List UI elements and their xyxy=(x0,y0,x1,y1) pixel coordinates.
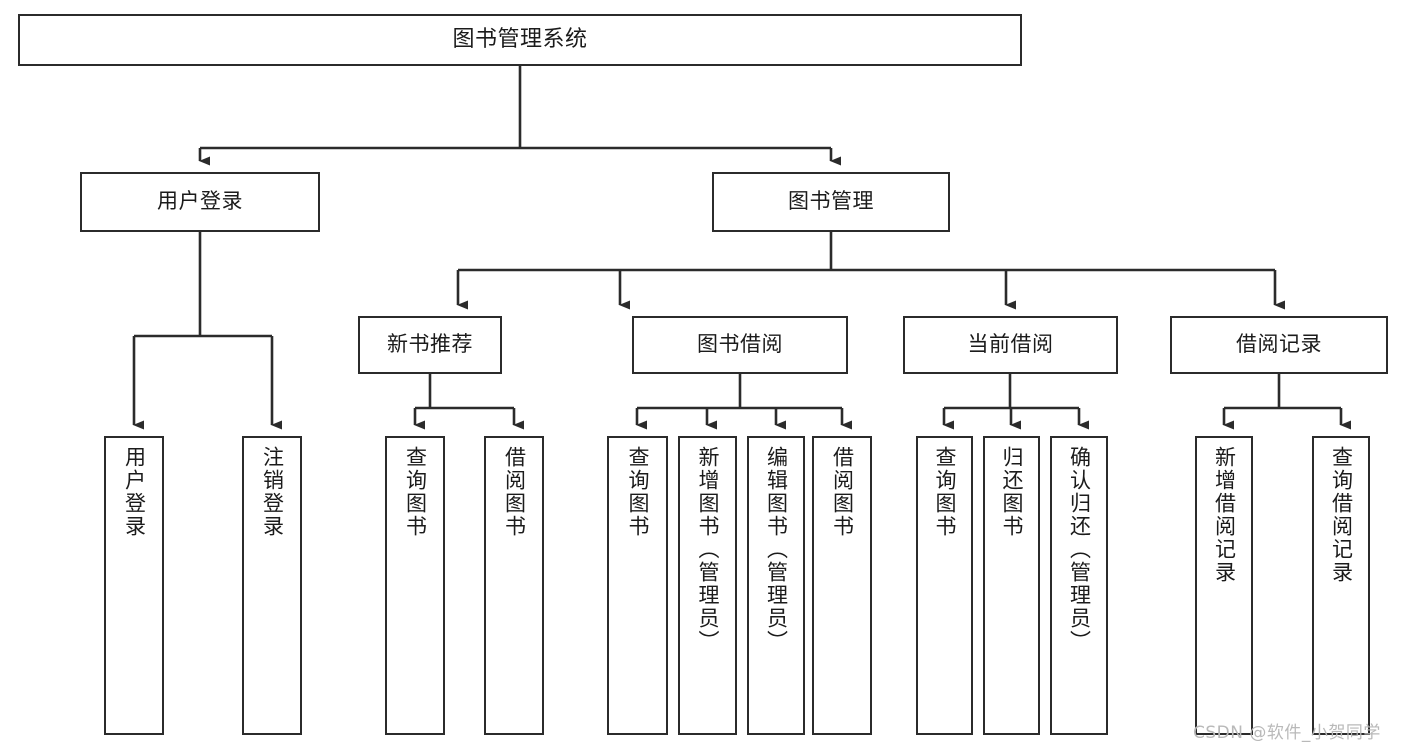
node-label: 图书管理 xyxy=(788,189,874,214)
node-label: 用户登录 xyxy=(157,189,243,214)
node-label: 查询图书 xyxy=(626,446,650,538)
csdn-watermark: CSDN @软件_小贺同学 xyxy=(1193,723,1381,743)
node-label: 查询图书 xyxy=(933,446,957,538)
node-borrow[interactable]: 图书借阅 xyxy=(632,316,848,374)
node-bookmgmt[interactable]: 图书管理 xyxy=(712,172,950,232)
node-leaf-bor-4[interactable]: 借阅图书 xyxy=(812,436,872,735)
node-label: 归还图书 xyxy=(1000,446,1024,538)
node-label: 查询图书 xyxy=(403,446,428,538)
node-label: 注销登录 xyxy=(260,446,285,538)
node-leaf-rec-2[interactable]: 查询借阅记录 xyxy=(1312,436,1370,735)
node-label: 编辑图书（管理员） xyxy=(764,446,789,653)
node-leaf-rec-1[interactable]: 新增借阅记录 xyxy=(1195,436,1253,735)
node-label: 当前借阅 xyxy=(967,332,1054,357)
node-leaf-bor-3[interactable]: 编辑图书（管理员） xyxy=(747,436,805,735)
node-label: 借阅图书 xyxy=(830,446,855,538)
node-label: 用户登录 xyxy=(122,446,147,538)
node-leaf-new-1[interactable]: 查询图书 xyxy=(385,436,445,735)
node-leaf-login-1[interactable]: 用户登录 xyxy=(104,436,164,735)
node-leaf-cur-1[interactable]: 查询图书 xyxy=(916,436,973,735)
node-label: 图书管理系统 xyxy=(452,26,588,52)
node-leaf-new-2[interactable]: 借阅图书 xyxy=(484,436,544,735)
node-records[interactable]: 借阅记录 xyxy=(1170,316,1388,374)
node-label: 图书借阅 xyxy=(697,332,783,357)
node-leaf-login-2[interactable]: 注销登录 xyxy=(242,436,302,735)
node-label: 新增图书（管理员） xyxy=(696,446,720,653)
node-login[interactable]: 用户登录 xyxy=(80,172,320,232)
node-leaf-cur-3[interactable]: 确认归还（管理员） xyxy=(1050,436,1108,735)
node-label: 查询借阅记录 xyxy=(1329,446,1354,584)
node-label: 新增借阅记录 xyxy=(1212,446,1237,584)
node-current[interactable]: 当前借阅 xyxy=(903,316,1118,374)
node-leaf-bor-1[interactable]: 查询图书 xyxy=(607,436,668,735)
node-label: 借阅图书 xyxy=(502,446,527,538)
node-label: 确认归还（管理员） xyxy=(1067,446,1092,653)
node-label: 新书推荐 xyxy=(387,332,473,357)
node-root[interactable]: 图书管理系统 xyxy=(18,14,1022,66)
node-label: 借阅记录 xyxy=(1236,332,1322,357)
node-leaf-bor-2[interactable]: 新增图书（管理员） xyxy=(678,436,737,735)
node-newbook[interactable]: 新书推荐 xyxy=(358,316,502,374)
node-leaf-cur-2[interactable]: 归还图书 xyxy=(983,436,1040,735)
